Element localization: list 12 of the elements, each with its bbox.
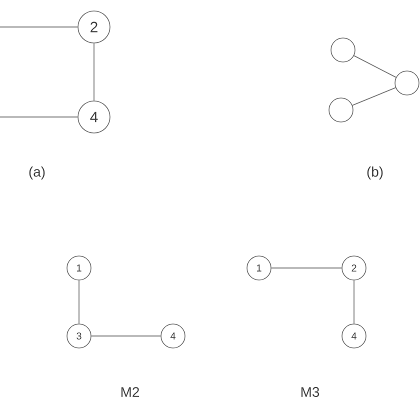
edge-line: [352, 87, 396, 106]
edge-line: [354, 55, 396, 78]
panel-label: (a): [29, 166, 45, 180]
edge-line: [0, 116, 78, 118]
empty-circle: [330, 38, 356, 62]
panel-label: M2: [121, 387, 140, 397]
panel-label: M3: [301, 387, 320, 397]
empty-circle: [394, 70, 420, 96]
empty-circle: [328, 98, 354, 122]
edge-line: [78, 280, 80, 324]
edge-line: [0, 26, 78, 28]
panel-label: (b): [367, 166, 383, 180]
